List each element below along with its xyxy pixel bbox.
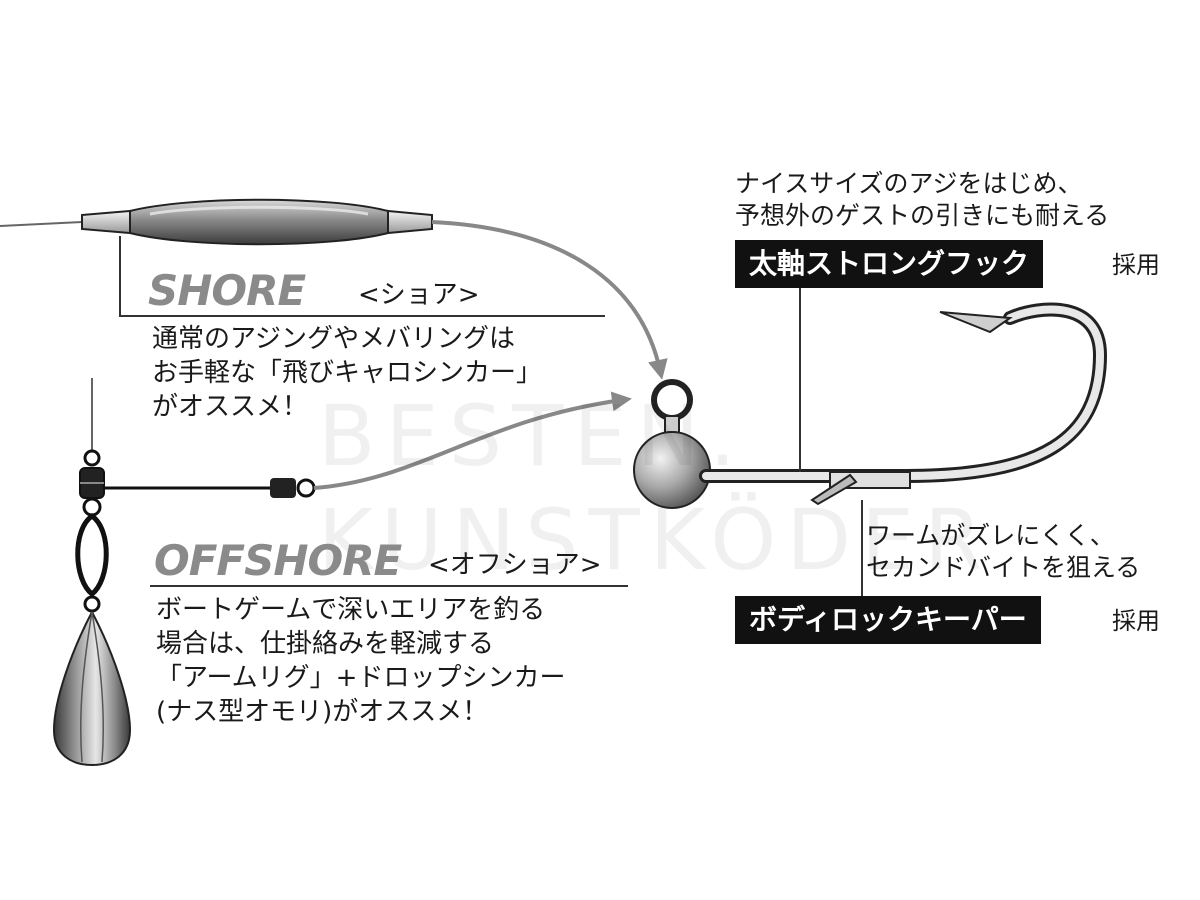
shore-arrow [431, 220, 668, 380]
keeper-note-line: セカンドバイトを狙える [866, 553, 1141, 582]
jig-head [633, 379, 711, 509]
body-lock-keeper [810, 471, 911, 506]
shore-description: 通常のアジングやメバリングは お手軽な「飛びキャロシンカー」 がオススメ！ [152, 322, 542, 424]
fishing-line-shore [0, 221, 83, 227]
shore-desc-line: お手軽な「飛びキャロシンカー」 [152, 358, 543, 388]
hook-note-line: 予想外のゲストの引きにも耐える [735, 201, 1110, 230]
shore-title-jp: <ショア> [358, 280, 480, 310]
keeper-label: ボディロックキーパー [735, 596, 1041, 644]
offshore-desc-line: ボートゲームで深いエリアを釣る [156, 595, 546, 625]
offshore-title-jp: <オフショア> [428, 550, 602, 580]
shore-leader-line [119, 236, 605, 317]
offshore-desc-line: 「アームリグ」+ドロップシンカー [156, 663, 566, 693]
shore-title: SHORE [148, 266, 306, 315]
offshore-desc-line: 場合は、仕掛絡みを軽減する [156, 629, 495, 659]
carolina-sinker [81, 198, 433, 246]
hook-adopt-label: 採用 [1112, 251, 1160, 279]
keeper-note: ワームがズレにくく、 セカンドバイトを狙える [866, 520, 1140, 584]
shore-desc-line: がオススメ！ [152, 392, 309, 422]
hook-label: 太軸ストロングフック [735, 240, 1044, 288]
hook-note: ナイスサイズのアジをはじめ、 予想外のゲストの引きにも耐える [735, 168, 1109, 232]
shore-desc-line: 通常のアジングやメバリングは [152, 324, 515, 354]
offshore-title: OFFSHORE [154, 536, 402, 585]
keeper-adopt-label: 採用 [1112, 607, 1160, 635]
watermark-line-1: BESTEN. [318, 387, 746, 485]
strong-hook [699, 302, 1108, 483]
watermark-line-2: KUNSTKÖDER [318, 491, 993, 589]
offshore-desc-line: (ナス型オモリ)がオススメ！ [156, 697, 489, 727]
offshore-description: ボートゲームで深いエリアを釣る 場合は、仕掛絡みを軽減する 「アームリグ」+ドロ… [156, 593, 565, 729]
offshore-arrow [313, 391, 632, 490]
hook-note-line: ナイスサイズのアジをはじめ、 [735, 169, 1083, 198]
keeper-note-line: ワームがズレにくく、 [866, 521, 1115, 550]
